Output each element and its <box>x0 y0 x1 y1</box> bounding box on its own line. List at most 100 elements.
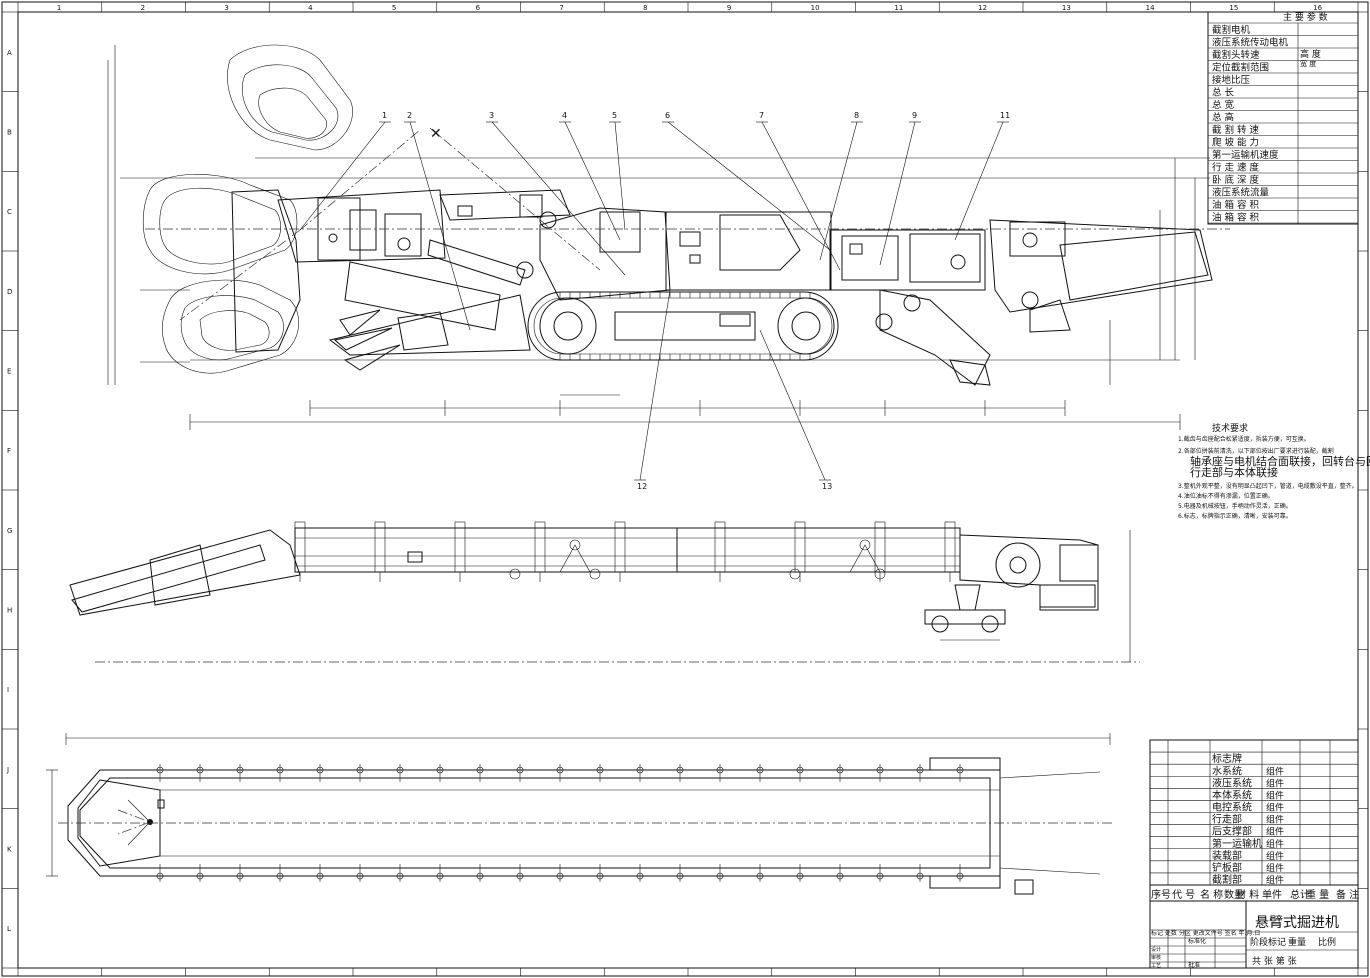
zone-number: 4 <box>308 4 313 12</box>
part-label: 9 <box>912 111 917 120</box>
parts-row-material: 组件 <box>1266 850 1284 862</box>
zone-number: 6 <box>476 4 481 12</box>
range-width-label: 宽 度 <box>1300 59 1316 68</box>
part-label: 13 <box>822 482 832 491</box>
zone-letter: I <box>7 686 9 694</box>
parts-row-name: 液压系统 <box>1212 776 1252 789</box>
approval-label: 批准 <box>1188 961 1200 969</box>
param-row-label: 液压系统流量 <box>1212 187 1270 199</box>
part-label: 4 <box>562 111 567 120</box>
range-height-label: 高 度 <box>1300 48 1321 60</box>
param-row-label: 油 箱 容 积 <box>1212 212 1260 224</box>
tech-note-4: 4.油位油标不得有渗漏，位置正确。 <box>1178 492 1274 500</box>
parts-row-name: 行走部 <box>1212 813 1242 826</box>
tech-note-6: 6.标志，标牌指示正确，清晰，安装可靠。 <box>1178 512 1292 520</box>
lift-cylinder <box>427 239 526 286</box>
zone-letter: J <box>6 766 9 774</box>
tech-notes-title: 技术要求 <box>1212 422 1248 434</box>
zone-number: 8 <box>643 4 647 12</box>
zone-letter: C <box>7 208 12 216</box>
cutter-head-outline-lower <box>161 279 299 374</box>
param-row-label: 接地比压 <box>1212 74 1251 86</box>
param-row-label: 截 割 转 速 <box>1212 124 1260 136</box>
param-row-label: 卧 底 深 度 <box>1212 174 1260 186</box>
parts-row-material: 组件 <box>1266 826 1284 838</box>
parts-row-name: 标志牌 <box>1212 752 1242 765</box>
tech-note-3: 3.整机外观平整，没有明显凸起凹下，管道，电缆敷设平直，整齐。 <box>1178 482 1358 490</box>
cross-mark: ✕ <box>430 126 442 142</box>
technical-requirements: 技术要求 1.截齿与齿座配合松紧适度，拆装方便，可互换。 2.各部位拼装前清洗，… <box>1178 422 1370 520</box>
param-row-label: 截割电机 <box>1212 24 1251 36</box>
zone-letter: D <box>7 288 12 296</box>
parts-row-name: 本体系统 <box>1212 788 1252 801</box>
parts-row-name: 电控系统 <box>1212 801 1252 814</box>
loading-apron <box>328 294 531 356</box>
param-row-label: 总 长 <box>1212 87 1235 99</box>
zone-number: 3 <box>224 4 228 12</box>
zone-number: 16 <box>1313 4 1322 12</box>
scale-label: 比例 <box>1318 936 1336 948</box>
param-row-label: 油 箱 容 积 <box>1212 199 1260 211</box>
electric-control-box <box>829 229 986 291</box>
param-row-label: 第一运输机速度 <box>1212 149 1279 161</box>
parts-row-material: 组件 <box>1266 862 1284 874</box>
parts-row-material: 组件 <box>1266 814 1284 826</box>
parts-header-cell: 单件 <box>1262 889 1282 901</box>
parts-list-header: 序号代 号名 称数量材 料单件总计重 量备 注 <box>1151 888 1359 901</box>
tech-note-5: 5.电器及机械按钮，手柄动作灵活，正确。 <box>1178 502 1292 510</box>
parts-header-cell: 数量 <box>1224 888 1244 901</box>
track-pads <box>559 292 811 360</box>
zone-letter: H <box>7 607 12 615</box>
zone-letter: L <box>7 925 11 933</box>
parts-header-cell: 名 称 <box>1200 888 1223 901</box>
parts-list-rows: 标志牌水系统组件液压系统组件本体系统组件电控系统组件行走部组件后支撑部组件第一运… <box>1150 740 1358 886</box>
parts-row-name: 水系统 <box>1212 764 1242 777</box>
parts-row-name: 截割部 <box>1212 873 1242 886</box>
parts-row-material: 组件 <box>1266 838 1284 850</box>
part-label: 12 <box>637 482 647 491</box>
rear-conveyor <box>989 219 1213 313</box>
parts-row-name: 铲板部 <box>1212 861 1242 874</box>
standardization-label: 标准化 <box>1188 937 1206 945</box>
part-label: 11 <box>1000 111 1010 120</box>
weight-label: 重量 <box>1288 936 1306 948</box>
part-label: 2 <box>407 111 412 120</box>
product-name: 悬臂式掘进机 <box>1255 915 1339 931</box>
zone-number: 9 <box>727 4 731 12</box>
role-review: 审核 <box>1151 954 1161 961</box>
drive-sprocket <box>539 297 597 355</box>
cutter-head-outline-upper <box>227 44 353 151</box>
zone-number: 11 <box>894 4 903 12</box>
cutter-head-outline-middle <box>142 174 298 275</box>
parts-row-material: 组件 <box>1266 765 1284 777</box>
param-row-label: 液压系统传动电机 <box>1212 37 1289 49</box>
param-row-label: 总 宽 <box>1212 99 1235 111</box>
revision-row: 标记 处数 分区 更改文件号 签名 年.月.日 <box>1151 929 1260 937</box>
main-frame <box>665 211 832 291</box>
part-label: 8 <box>854 111 859 120</box>
parts-header-cell: 材 料 <box>1236 888 1259 901</box>
stage-mark-label: 阶段标记 <box>1250 936 1286 948</box>
param-row-label: 总 高 <box>1212 112 1234 124</box>
zone-number: 7 <box>559 4 563 12</box>
tech-note-big-2: 行走部与本体联接 <box>1190 465 1278 479</box>
conveyor-frame <box>294 527 961 573</box>
parts-header-cell: 代 号 <box>1172 889 1195 901</box>
zone-letter: K <box>7 846 12 854</box>
zone-number: 15 <box>1229 4 1238 12</box>
zone-number: 13 <box>1062 4 1071 12</box>
part-label: 6 <box>665 111 670 120</box>
title-block: 悬臂式掘进机 阶段标记 重量 比例 共 张 第 张 标记 处数 分区 更改文件号… <box>1149 900 1359 969</box>
part-label: 5 <box>612 111 617 120</box>
zone-letter: G <box>7 527 12 535</box>
rear-support <box>879 289 991 386</box>
cutting-arm <box>277 189 446 263</box>
parts-row-name: 装载部 <box>1212 849 1242 862</box>
param-row-label: 爬 坡 能 力 <box>1212 137 1259 149</box>
